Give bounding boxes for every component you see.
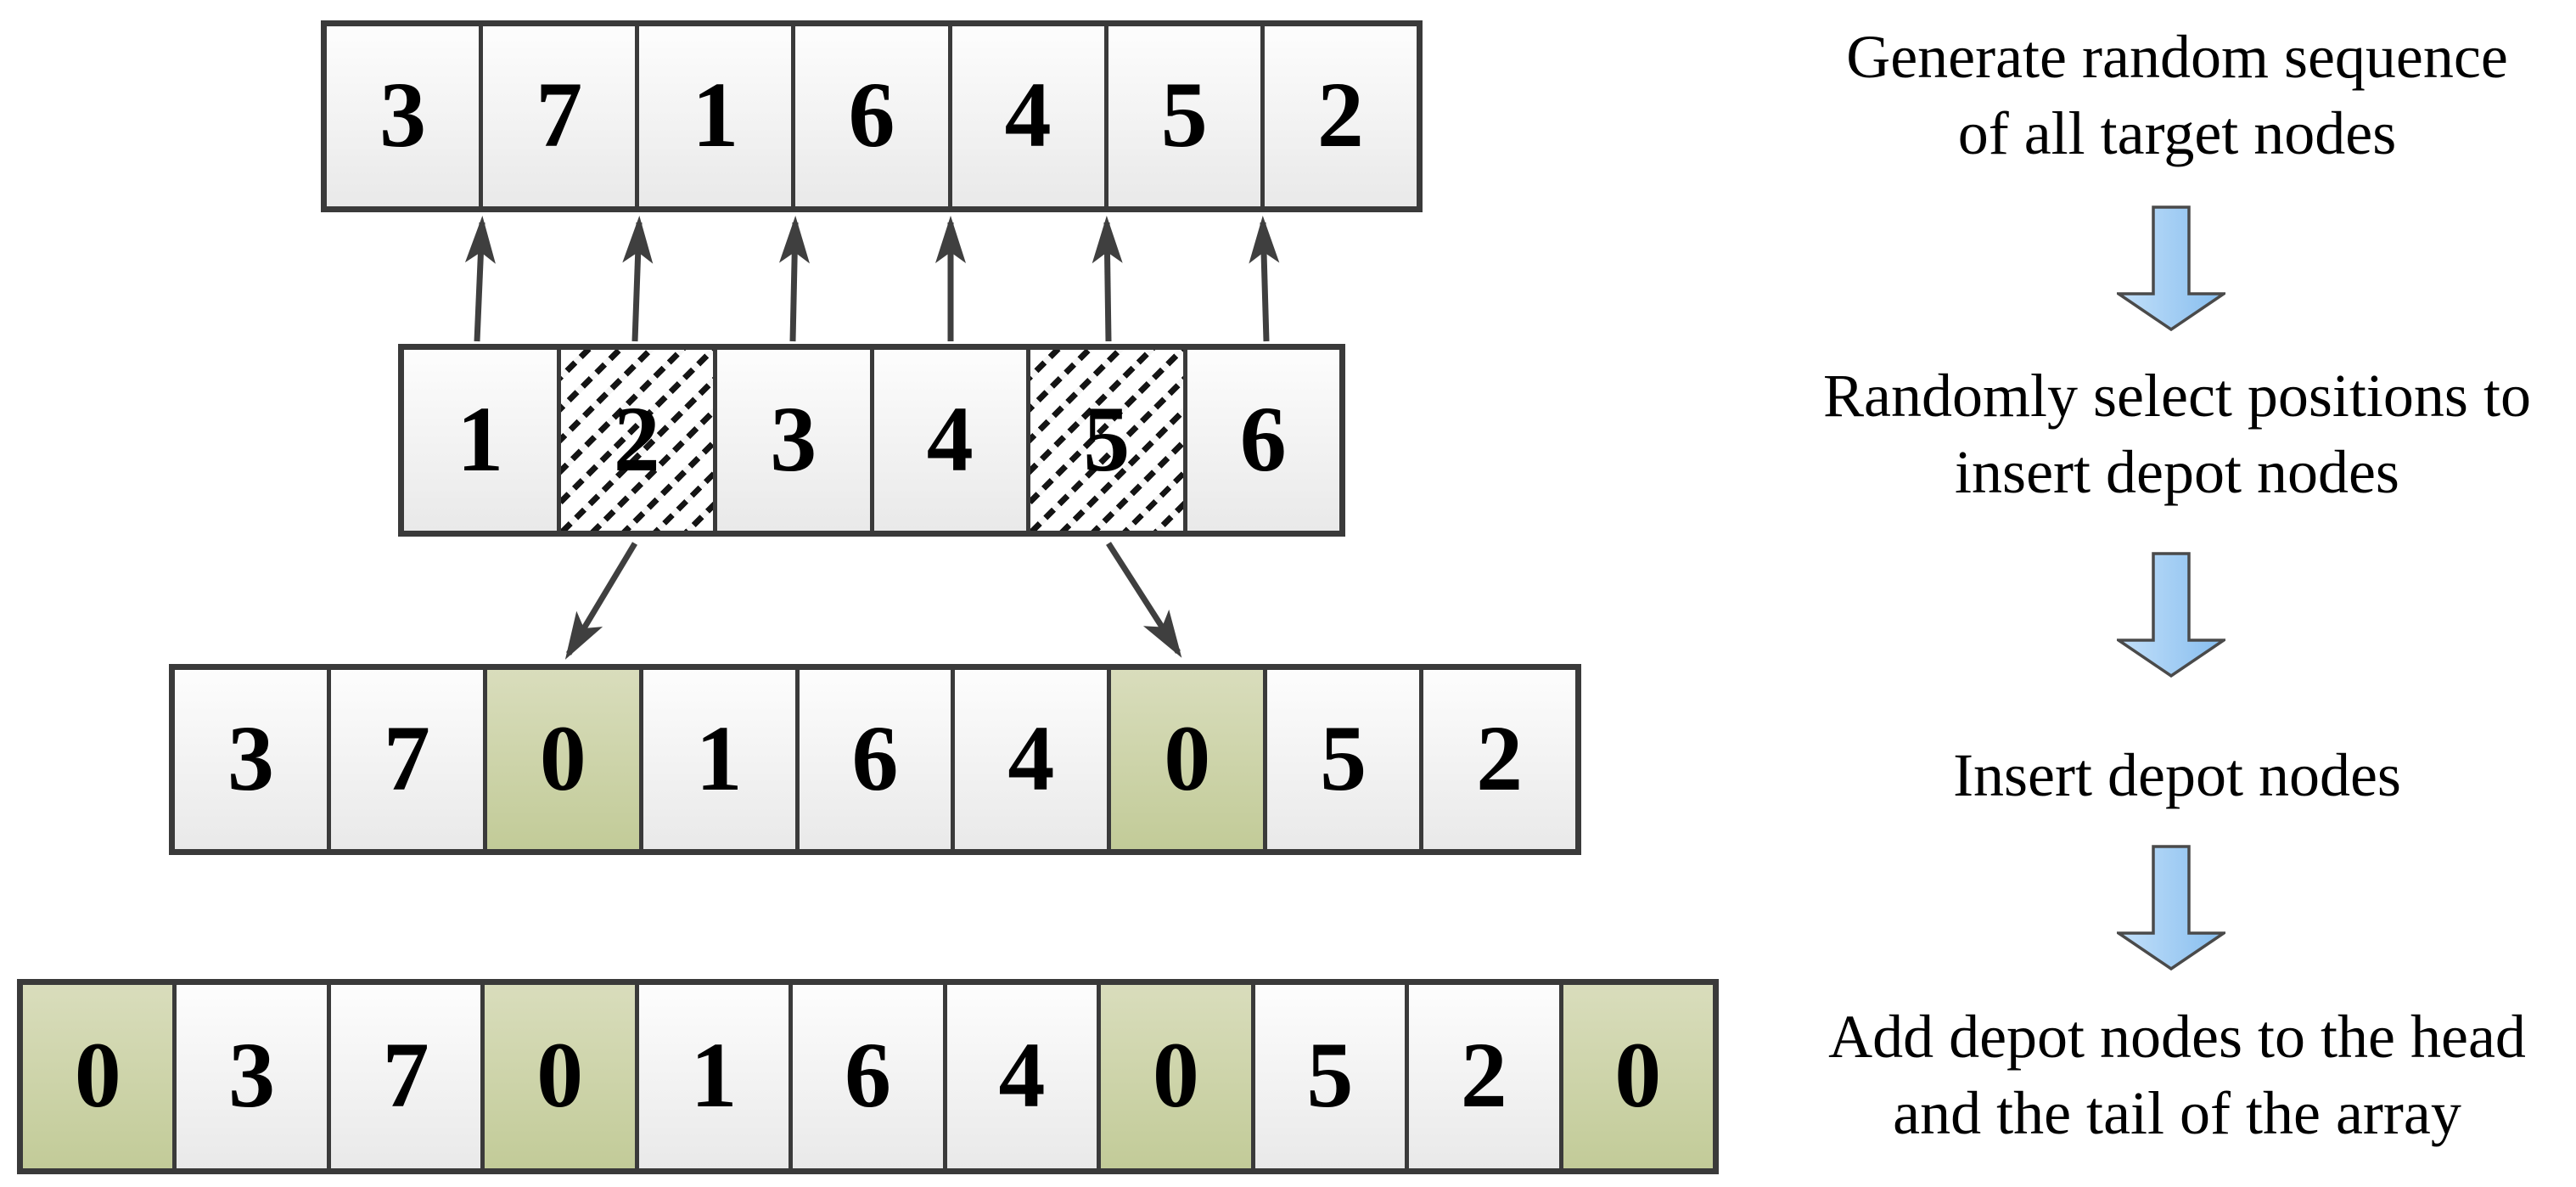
cell-value: 6 bbox=[848, 63, 895, 166]
array-cell: 2 bbox=[1419, 670, 1576, 849]
array-cell: 7 bbox=[326, 985, 481, 1168]
array-row-random-sequence: 3 7 1 6 4 5 2 bbox=[321, 20, 1423, 212]
cell-value: 2 bbox=[1476, 706, 1524, 810]
position-arrow-2 bbox=[622, 216, 654, 342]
array-cell: 4 bbox=[947, 26, 1104, 206]
cell-value: 6 bbox=[844, 1023, 891, 1127]
array-cell: 3 bbox=[327, 26, 480, 206]
position-arrow-1 bbox=[464, 216, 496, 342]
step-label-1-line-1: Generate random sequence bbox=[1846, 23, 2508, 91]
cell-value: 3 bbox=[770, 386, 817, 491]
cell-value: 0 bbox=[536, 1023, 584, 1127]
cell-value: 1 bbox=[690, 1023, 738, 1127]
cell-value: 4 bbox=[998, 1023, 1046, 1127]
cell-value: 5 bbox=[1160, 63, 1208, 166]
flow-arrow-down-icon bbox=[2117, 552, 2225, 678]
position-arrow-6 bbox=[1249, 216, 1280, 342]
step-label-2-line-2: insert depot nodes bbox=[1955, 438, 2399, 506]
cell-value: 2 bbox=[1316, 63, 1364, 166]
cell-value: 5 bbox=[1320, 706, 1367, 810]
array-cell: 3 bbox=[172, 985, 327, 1168]
step-label-1: Generate random sequence of all target n… bbox=[1787, 19, 2568, 172]
array-cell-hatched: 2 bbox=[556, 350, 713, 531]
insert-arrow-right bbox=[1106, 542, 1182, 658]
step-label-2: Randomly select positions to insert depo… bbox=[1787, 357, 2568, 510]
step-label-2-line-1: Randomly select positions to bbox=[1823, 362, 2531, 430]
cell-value: 3 bbox=[379, 63, 427, 166]
array-cell: 6 bbox=[789, 985, 943, 1168]
cell-value: 7 bbox=[383, 706, 430, 810]
array-row-depot-inserted: 3 7 0 1 6 4 0 5 2 bbox=[169, 664, 1581, 855]
step-label-1-line-2: of all target nodes bbox=[1957, 99, 2397, 167]
step-label-3-line-1: Insert depot nodes bbox=[1953, 741, 2401, 809]
array-cell-depot: 0 bbox=[1107, 670, 1264, 849]
array-cell: 6 bbox=[794, 670, 951, 849]
cell-value: 7 bbox=[536, 63, 583, 166]
position-arrow-5 bbox=[1092, 216, 1123, 342]
position-arrow-3 bbox=[778, 216, 810, 342]
cell-value: 1 bbox=[695, 706, 743, 810]
cell-value: 0 bbox=[1614, 1023, 1662, 1127]
array-cell-depot: 0 bbox=[1097, 985, 1251, 1168]
array-cell: 7 bbox=[479, 26, 636, 206]
array-cell: 4 bbox=[942, 985, 1097, 1168]
array-cell: 2 bbox=[1405, 985, 1559, 1168]
array-cell-depot: 0 bbox=[482, 670, 639, 849]
array-cell: 5 bbox=[1263, 670, 1420, 849]
cell-value: 0 bbox=[1164, 706, 1211, 810]
array-cell-depot: 0 bbox=[1558, 985, 1713, 1168]
cell-value: 4 bbox=[926, 386, 974, 491]
array-row-insert-positions: 1 2 3 4 5 6 bbox=[398, 344, 1345, 537]
cell-value: 1 bbox=[692, 63, 739, 166]
array-cell: 7 bbox=[326, 670, 483, 849]
cell-value: 2 bbox=[1460, 1023, 1507, 1127]
array-cell: 5 bbox=[1250, 985, 1406, 1168]
cell-value: 5 bbox=[1083, 386, 1131, 491]
array-cell: 3 bbox=[175, 670, 327, 849]
array-cell: 1 bbox=[404, 350, 557, 531]
cell-value: 7 bbox=[382, 1023, 429, 1127]
flow-arrow-down-icon bbox=[2117, 845, 2225, 970]
array-cell-depot: 0 bbox=[480, 985, 635, 1168]
step-label-4: Add depot nodes to the head and the tail… bbox=[1787, 999, 2568, 1151]
array-cell: 4 bbox=[951, 670, 1108, 849]
insert-arrow-left bbox=[564, 542, 638, 660]
array-cell-hatched: 5 bbox=[1026, 350, 1183, 531]
step-label-3: Insert depot nodes bbox=[1787, 737, 2568, 813]
cell-value: 3 bbox=[228, 1023, 276, 1127]
array-cell: 4 bbox=[869, 350, 1026, 531]
step-label-4-line-2: and the tail of the array bbox=[1893, 1079, 2461, 1147]
array-cell: 2 bbox=[1260, 26, 1417, 206]
array-cell: 3 bbox=[713, 350, 870, 531]
step-label-4-line-1: Add depot nodes to the head bbox=[1828, 1003, 2526, 1071]
array-cell: 5 bbox=[1103, 26, 1260, 206]
array-cell: 1 bbox=[634, 985, 789, 1168]
cell-value: 3 bbox=[227, 706, 274, 810]
cell-value: 2 bbox=[613, 386, 660, 491]
flow-arrow-down-icon bbox=[2117, 205, 2225, 331]
cell-value: 0 bbox=[74, 1023, 121, 1127]
array-cell: 1 bbox=[638, 670, 795, 849]
cell-value: 0 bbox=[539, 706, 586, 810]
cell-value: 6 bbox=[1239, 386, 1287, 491]
array-cell: 6 bbox=[1182, 350, 1339, 531]
array-row-final: 0 3 7 0 1 6 4 0 5 2 0 bbox=[17, 979, 1719, 1174]
cell-value: 4 bbox=[1004, 63, 1052, 166]
cell-value: 5 bbox=[1306, 1023, 1354, 1127]
cell-value: 1 bbox=[457, 386, 504, 491]
cell-value: 0 bbox=[1152, 1023, 1199, 1127]
array-cell-depot: 0 bbox=[23, 985, 173, 1168]
array-cell: 1 bbox=[635, 26, 792, 206]
array-cell: 6 bbox=[791, 26, 948, 206]
cell-value: 6 bbox=[851, 706, 899, 810]
cell-value: 4 bbox=[1007, 706, 1055, 810]
